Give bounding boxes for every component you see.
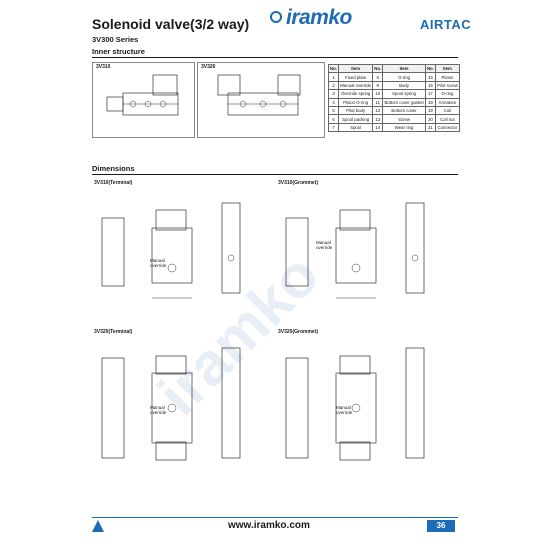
table-cell: 18 <box>424 97 436 107</box>
section-divider <box>92 174 458 175</box>
table-cell: 17 <box>424 89 436 99</box>
table-header-row: No. Item No. Item No. Item <box>327 63 461 74</box>
table-cell: 8 <box>372 72 384 82</box>
gear-icon <box>270 11 282 23</box>
table-row: 5 Pilot body 12 Bottom cover 19 Coil <box>327 105 461 116</box>
dim-panel-label-3v320-terminal: 3V320(Terminal) <box>94 329 133 335</box>
table-header-cell: Item <box>434 63 461 74</box>
airtac-triangle-icon <box>92 520 104 532</box>
table-cell: 16 <box>424 80 436 91</box>
table-cell: 9 <box>372 80 384 91</box>
parts-table: No. Item No. Item No. Item 1 Fixed plate… <box>327 63 461 133</box>
table-cell: 4 <box>327 97 340 107</box>
iramko-logo: iramko <box>270 6 356 32</box>
table-cell: O-ring <box>434 89 461 99</box>
table-header-cell: No. <box>372 63 384 74</box>
series-subtitle: 3V300 Series <box>92 35 139 44</box>
table-cell: 21 <box>424 122 436 133</box>
iramko-brand-text: iramko <box>286 6 352 29</box>
valve-cutaway-drawing <box>217 74 301 116</box>
inner-structure-heading: Inner structure <box>92 47 145 56</box>
table-cell: 6 <box>327 114 340 124</box>
table-row: 4 Piston O-ring 11 Bottom cover gasket 1… <box>327 97 461 107</box>
table-cell: Body <box>382 80 426 91</box>
section-divider <box>92 57 458 58</box>
table-cell: 5 <box>327 105 340 116</box>
valve-cutaway-drawing <box>106 74 179 116</box>
table-cell: 20 <box>424 114 436 124</box>
table-cell: Pilot body <box>338 105 374 116</box>
table-cell: Bottom cover gasket <box>382 97 426 107</box>
table-header-cell: Item <box>382 63 426 74</box>
table-cell: Screw <box>382 114 426 124</box>
footer-url[interactable]: www.iramko.com <box>228 520 310 531</box>
table-header-cell: No. <box>327 63 340 74</box>
table-cell: 3 <box>327 89 340 99</box>
table-cell: 11 <box>372 97 384 107</box>
table-row: 2 Manual override 9 Body 16 Pilot screw <box>327 80 461 91</box>
page-number: 36 <box>427 520 455 532</box>
table-cell: 7 <box>327 122 340 133</box>
table-cell: Pilot screw <box>434 80 461 91</box>
table-cell: Wear ring <box>382 122 426 133</box>
table-row: 3 Override spring 10 Spool spring 17 O-r… <box>327 89 461 99</box>
footer-divider <box>92 517 458 518</box>
table-cell: 10 <box>372 89 384 99</box>
inner-panel-3v310: 3V310 <box>92 62 195 138</box>
dim-panel-label-3v310-grommet: 3V310(Grommet) <box>278 180 319 186</box>
dim-drawing-3v310-grommet <box>285 202 425 299</box>
dimensions-heading: Dimensions <box>92 164 135 173</box>
table-row: 6 Spool packing 13 Screw 20 Coil nut <box>327 114 461 124</box>
table-cell: Fixed plate <box>338 72 374 82</box>
page-title: Solenoid valve(3/2 way) <box>92 16 250 32</box>
table-cell: Coil <box>434 105 461 116</box>
table-cell: Bottom cover <box>382 105 426 116</box>
table-cell: Armature <box>434 97 461 107</box>
table-cell: 19 <box>424 105 436 116</box>
dim-drawing-3v320-grommet <box>285 347 425 461</box>
manual-override-label: Manual override <box>150 405 167 415</box>
table-cell: Spool <box>338 122 374 133</box>
table-cell: O-ring <box>382 72 426 82</box>
panel-label: 3V310 <box>96 64 111 70</box>
manual-override-label: Manual override <box>336 405 353 415</box>
table-cell: Piston O-ring <box>338 97 374 107</box>
dim-panel-label-3v310-terminal: 3V310(Terminal) <box>94 180 133 186</box>
table-cell: Spool packing <box>338 114 374 124</box>
manual-override-label: Manual override <box>150 258 167 268</box>
table-cell: Coil nut <box>434 114 461 124</box>
panel-label: 3V320 <box>201 64 216 70</box>
table-cell: Manual override <box>338 80 374 91</box>
table-cell: 12 <box>372 105 384 116</box>
inner-panel-3v320: 3V320 <box>197 62 325 138</box>
table-cell: Piston <box>434 72 461 82</box>
table-cell: 14 <box>372 122 384 133</box>
table-cell: 13 <box>372 114 384 124</box>
table-header-cell: No. <box>424 63 436 74</box>
table-cell: 1 <box>327 72 340 82</box>
table-row: 1 Fixed plate 8 O-ring 15 Piston <box>327 72 461 82</box>
table-cell: Connector <box>434 122 461 133</box>
dim-panel-label-3v320-grommet: 3V320(Grommet) <box>278 329 319 335</box>
table-cell: Spool spring <box>382 89 426 99</box>
table-header-cell: Item <box>338 63 374 74</box>
dim-drawing-3v320-terminal <box>101 347 241 461</box>
airtac-logo: AIRTAC <box>420 17 472 32</box>
table-cell: Override spring <box>338 89 374 99</box>
table-cell: 15 <box>424 72 436 82</box>
table-cell: 2 <box>327 80 340 91</box>
manual-override-label: Manual override <box>316 240 333 250</box>
dim-drawing-3v310-terminal <box>101 202 241 299</box>
table-row: 7 Spool 14 Wear ring 21 Connector <box>327 122 461 133</box>
